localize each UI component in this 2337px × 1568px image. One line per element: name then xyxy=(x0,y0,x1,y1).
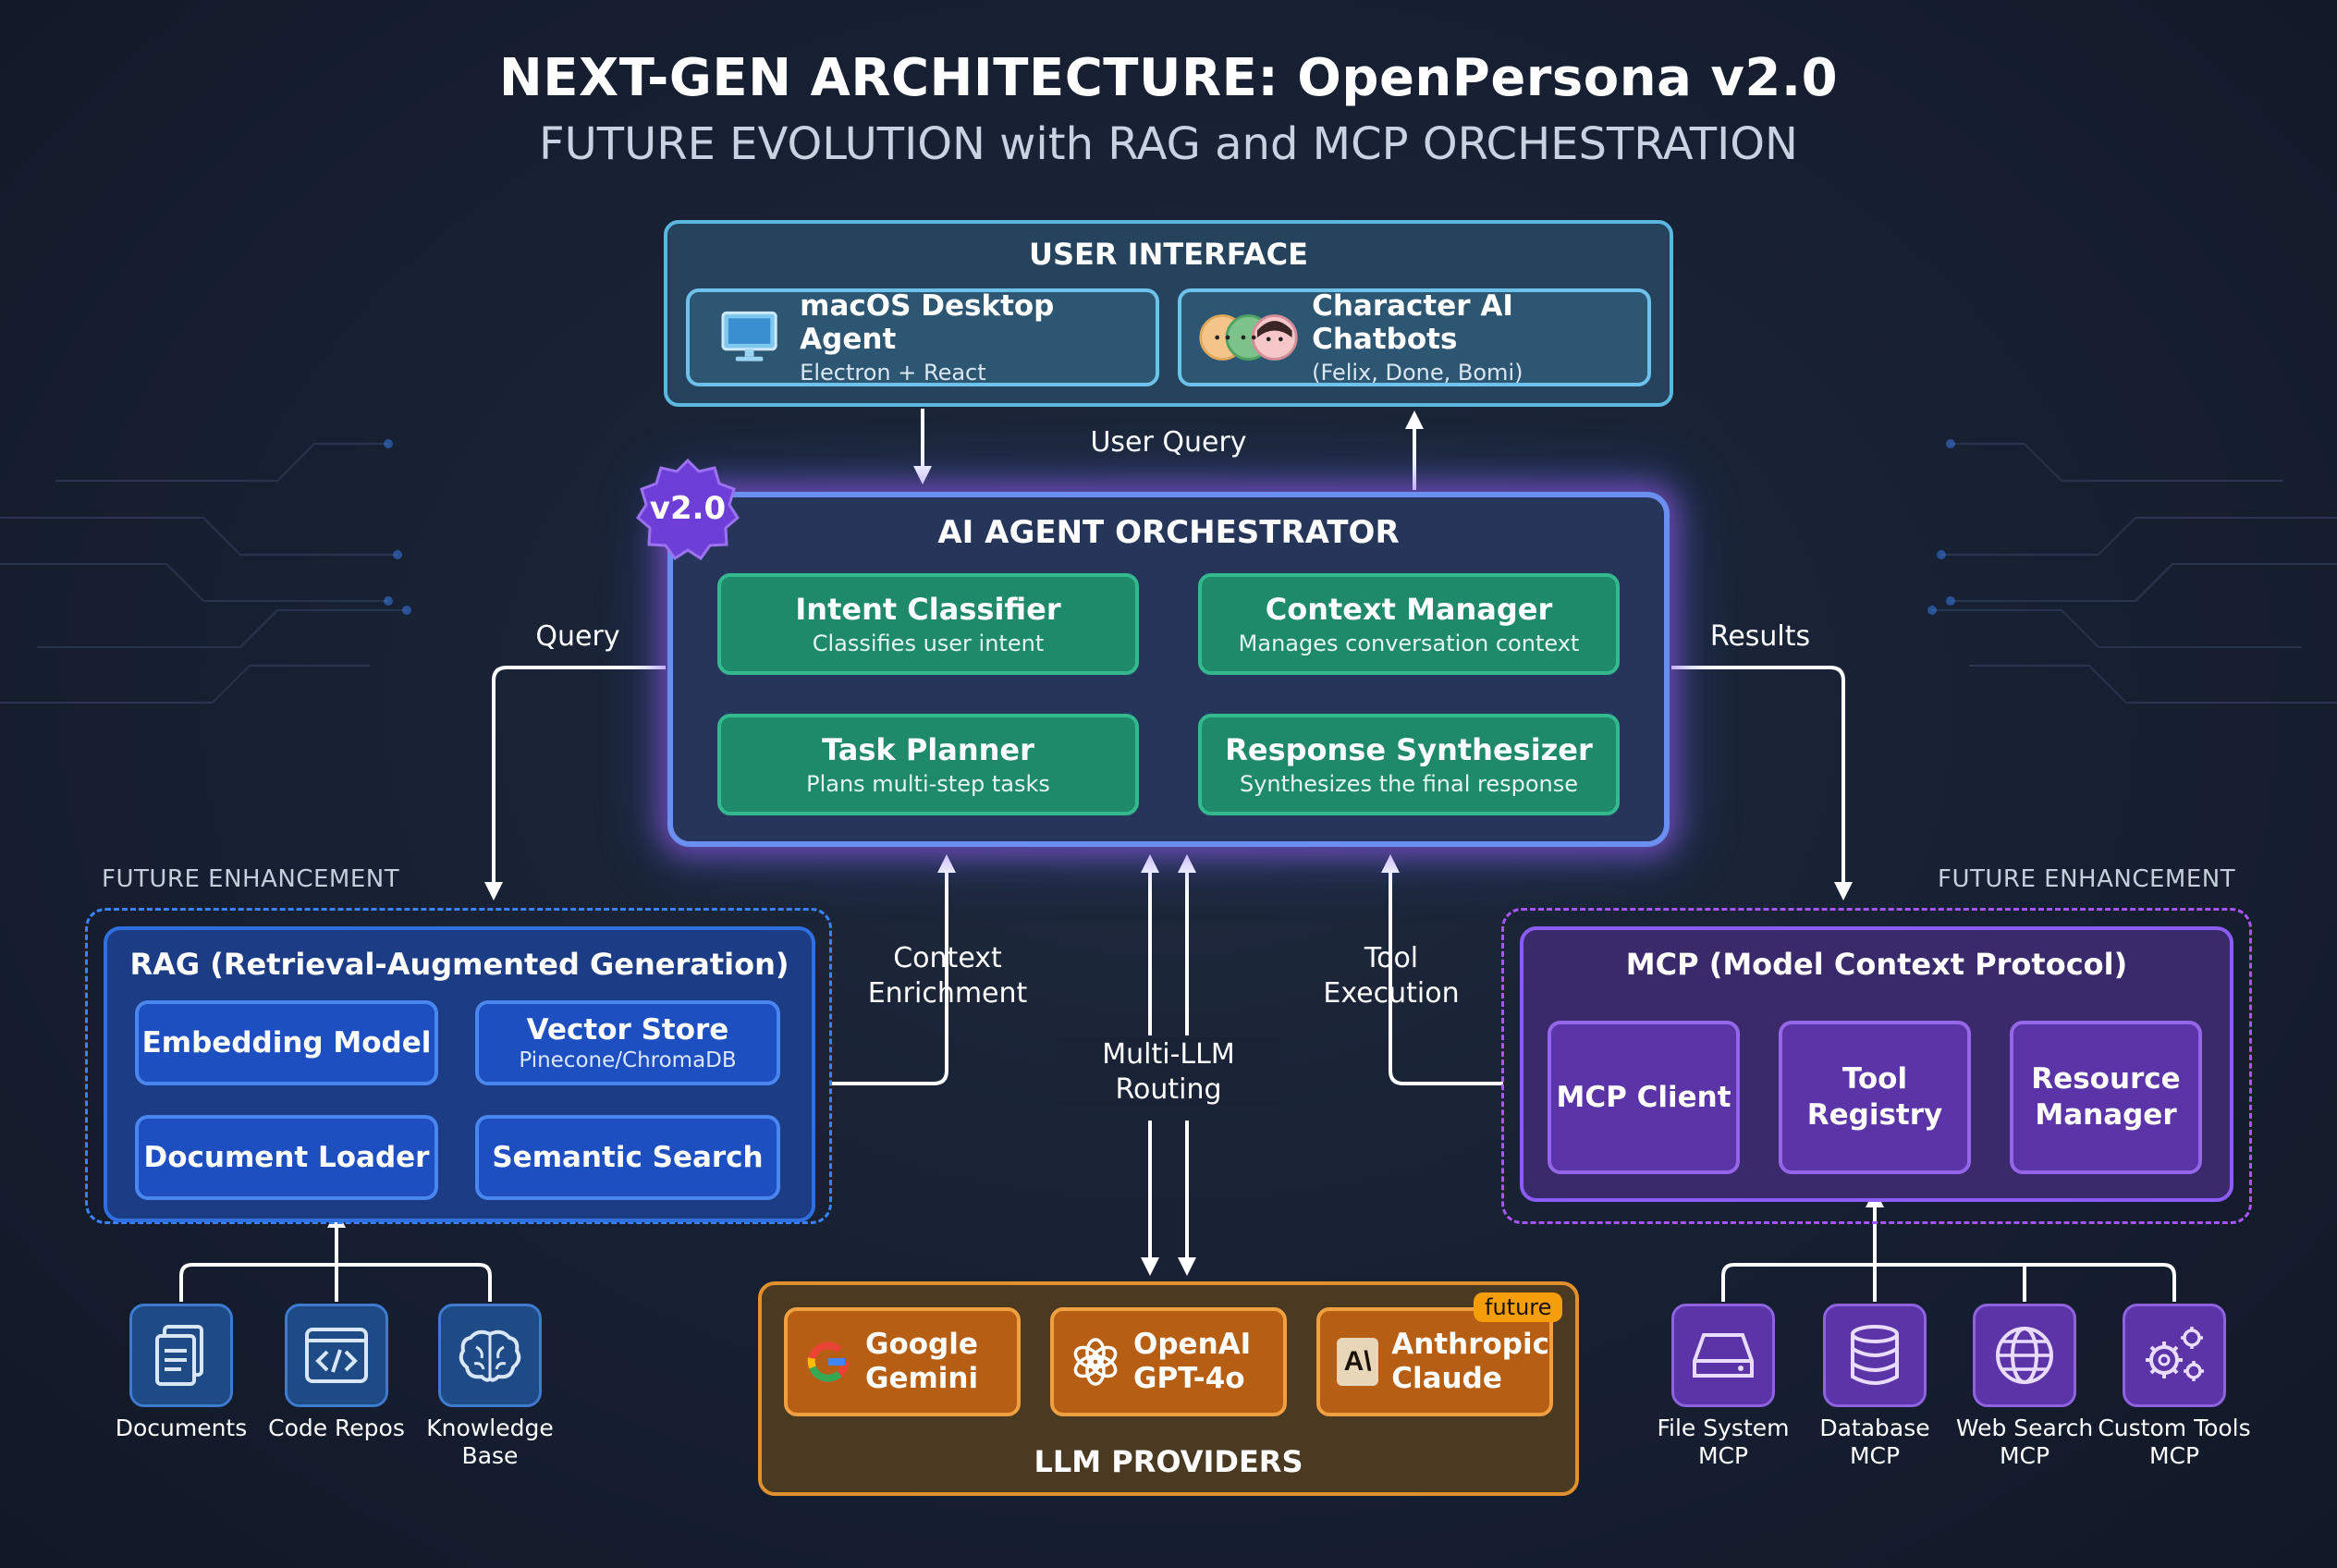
page-subtitle: FUTURE EVOLUTION with RAG and MCP ORCHES… xyxy=(539,118,1798,170)
mcp-outer-frame xyxy=(1501,908,2252,1224)
database-mcp-label: Database MCP xyxy=(1819,1415,1930,1469)
rag-label: RAG (Retrieval-Augmented Generation) xyxy=(129,947,789,982)
monitor-icon xyxy=(721,311,777,361)
database-mcp-source[interactable] xyxy=(1823,1304,1927,1407)
semantic-search-label: Semantic Search xyxy=(492,1141,764,1174)
documents-icon xyxy=(155,1325,203,1386)
drive-icon xyxy=(1693,1333,1754,1378)
globe-icon xyxy=(1996,1327,2053,1384)
intent-classifier-title: Intent Classifier xyxy=(795,592,1061,627)
tool-registry-label: Tool Registry xyxy=(1806,1062,1943,1132)
user-query-label: User Query xyxy=(1090,426,1247,459)
intent-classifier-subtitle: Classifies user intent xyxy=(812,631,1045,656)
mcp-client-box[interactable]: MCP Client xyxy=(1548,1021,1740,1174)
knowledge-base-label: Knowledge Base xyxy=(426,1415,554,1469)
task-planner-subtitle: Plans multi-step tasks xyxy=(806,771,1050,797)
custom-tools-mcp-source[interactable] xyxy=(2123,1304,2226,1407)
orchestrator-label: AI AGENT ORCHESTRATOR xyxy=(937,514,1400,551)
anthropic-claude-card[interactable]: A\ Anthropic Claude xyxy=(1316,1307,1553,1416)
chatbots-title: Character AI Chatbots xyxy=(1312,289,1513,356)
response-synthesizer-title: Response Synthesizer xyxy=(1225,732,1593,767)
future-tag: future xyxy=(1474,1292,1563,1322)
results-label: Results xyxy=(1709,620,1811,653)
documents-source[interactable] xyxy=(129,1304,233,1407)
document-loader-box[interactable]: Document Loader xyxy=(135,1115,438,1200)
semantic-search-box[interactable]: Semantic Search xyxy=(475,1115,780,1200)
resource-manager-label: Resource Manager xyxy=(2031,1062,2181,1132)
context-manager-box[interactable]: Context Manager Manages conversation con… xyxy=(1198,573,1620,675)
google-gemini-label: Google Gemini xyxy=(865,1327,979,1395)
knowledge-base-source[interactable] xyxy=(438,1304,542,1407)
openai-icon xyxy=(1073,1338,1118,1386)
intent-classifier-box[interactable]: Intent Classifier Classifies user intent xyxy=(717,573,1139,675)
tool-registry-box[interactable]: Tool Registry xyxy=(1779,1021,1971,1174)
task-planner-box[interactable]: Task Planner Plans multi-step tasks xyxy=(717,714,1139,815)
web-search-mcp-label: Web Search MCP xyxy=(1955,1415,2094,1469)
rag-future-label: FUTURE ENHANCEMENT xyxy=(102,865,400,893)
gears-icon xyxy=(2146,1327,2204,1381)
character-chatbots-card[interactable]: Character AI Chatbots (Felix, Done, Bomi… xyxy=(1178,288,1651,386)
response-synthesizer-subtitle: Synthesizes the final response xyxy=(1239,771,1579,797)
version-badge-label: v2.0 xyxy=(649,490,727,527)
anthropic-claude-label: Anthropic Claude xyxy=(1391,1327,1549,1395)
vector-store-title: Vector Store xyxy=(526,1013,729,1047)
code-repos-label: Code Repos xyxy=(268,1415,405,1441)
vector-store-subtitle: Pinecone/ChromaDB xyxy=(519,1048,737,1072)
llm-providers-label: LLM PROVIDERS xyxy=(1034,1444,1303,1479)
context-manager-subtitle: Manages conversation context xyxy=(1238,631,1580,656)
mcp-future-label: FUTURE ENHANCEMENT xyxy=(1938,865,2236,893)
query-label: Query xyxy=(535,620,620,653)
mcp-label: MCP (Model Context Protocol) xyxy=(1625,947,2128,982)
desktop-agent-title: macOS Desktop Agent xyxy=(800,289,1055,356)
user-interface-label: USER INTERFACE xyxy=(1029,237,1308,272)
openai-gpt4o-card[interactable]: OpenAI GPT-4o xyxy=(1050,1307,1287,1416)
vector-store-box[interactable]: Vector Store Pinecone/ChromaDB xyxy=(475,1000,780,1085)
multi-llm-routing-label: Multi-LLM Routing xyxy=(1058,1037,1279,1107)
document-loader-label: Document Loader xyxy=(143,1141,430,1174)
context-enrichment-label: Context Enrichment xyxy=(867,942,1028,1010)
response-synthesizer-box[interactable]: Response Synthesizer Synthesizes the fin… xyxy=(1198,714,1620,815)
google-gemini-card[interactable]: Google Gemini xyxy=(784,1307,1021,1416)
embedding-model-label: Embedding Model xyxy=(141,1026,432,1060)
openai-gpt4o-label: OpenAI GPT-4o xyxy=(1133,1327,1252,1395)
code-icon xyxy=(305,1328,368,1383)
tool-execution-label: Tool Execution xyxy=(1323,942,1460,1010)
embedding-model-box[interactable]: Embedding Model xyxy=(135,1000,438,1085)
brain-icon xyxy=(459,1329,521,1382)
macos-desktop-agent-card[interactable]: macOS Desktop Agent Electron + React xyxy=(686,288,1159,386)
anthropic-icon: A\ xyxy=(1337,1338,1379,1386)
resource-manager-box[interactable]: Resource Manager xyxy=(2010,1021,2202,1174)
mcp-client-label: MCP Client xyxy=(1556,1080,1731,1114)
file-system-mcp-source[interactable] xyxy=(1671,1304,1775,1407)
desktop-agent-subtitle: Electron + React xyxy=(800,360,986,386)
context-manager-title: Context Manager xyxy=(1265,592,1553,627)
page-title: NEXT-GEN ARCHITECTURE: OpenPersona v2.0 xyxy=(498,48,1839,108)
code-repos-source[interactable] xyxy=(285,1304,388,1407)
rag-outer-frame xyxy=(85,908,832,1224)
version-badge-icon xyxy=(636,458,740,560)
chatbots-subtitle: (Felix, Done, Bomi) xyxy=(1312,360,1523,386)
documents-label: Documents xyxy=(115,1415,248,1441)
web-search-mcp-source[interactable] xyxy=(1973,1304,2076,1407)
task-planner-title: Task Planner xyxy=(822,732,1034,767)
file-system-mcp-label: File System MCP xyxy=(1657,1415,1790,1469)
database-icon xyxy=(1851,1325,1899,1385)
custom-tools-mcp-label: Custom Tools MCP xyxy=(2098,1415,2251,1469)
google-g-icon xyxy=(807,1341,850,1383)
avatars-icon xyxy=(1199,314,1298,361)
